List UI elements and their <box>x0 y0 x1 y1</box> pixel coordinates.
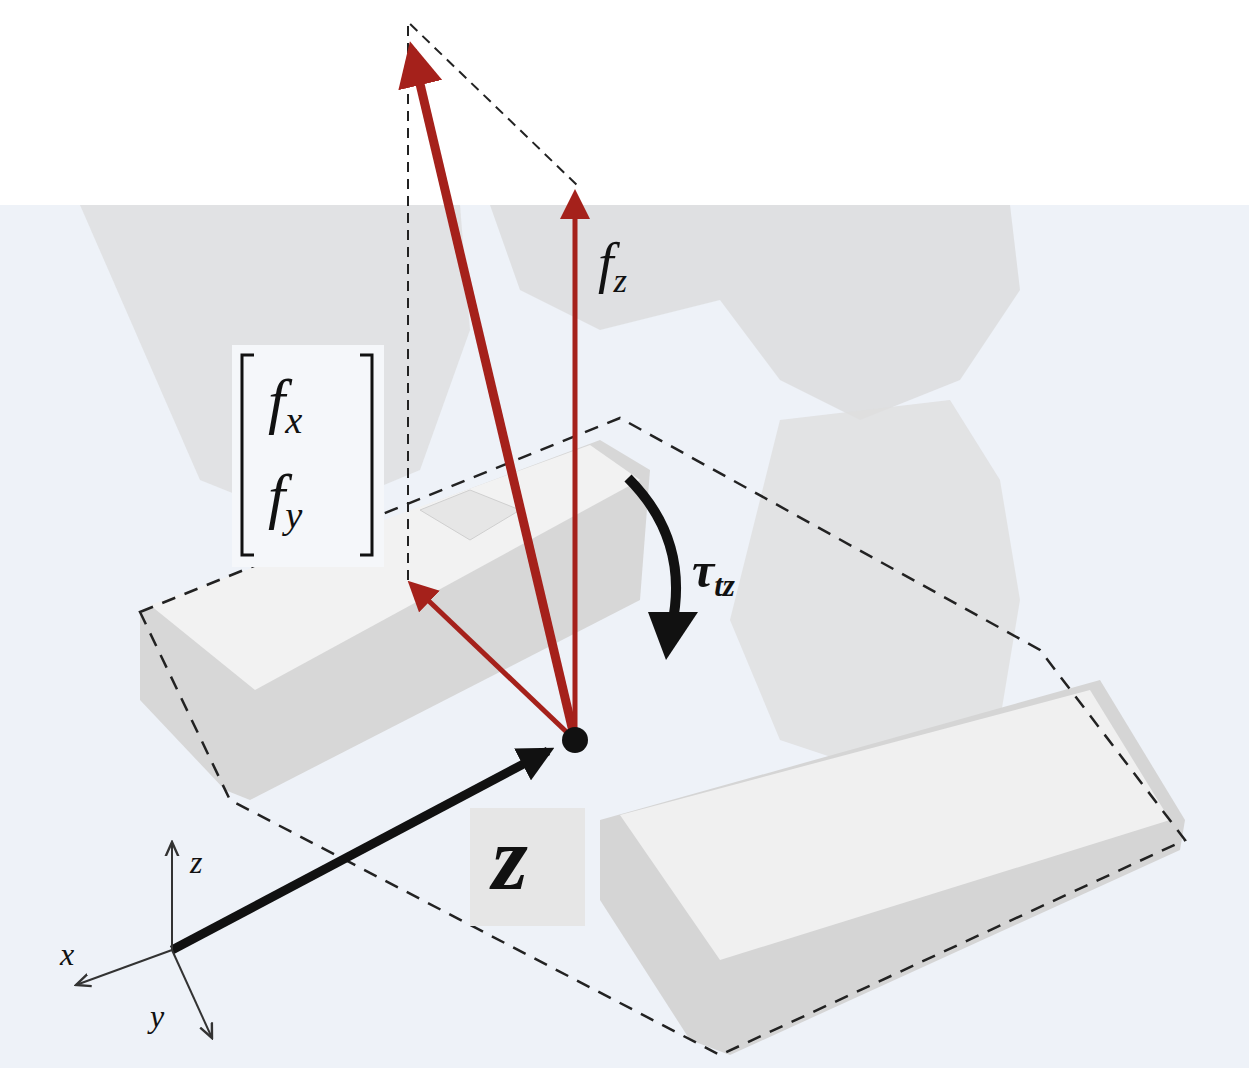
force-component: fz <box>598 235 627 298</box>
force-component: fx <box>268 370 302 439</box>
background <box>0 205 1249 1068</box>
axis-label: x <box>60 938 74 970</box>
position-label: z <box>492 812 528 904</box>
force-component: fy <box>268 465 302 534</box>
torque-label: τtz <box>692 545 735 601</box>
axis-label: y <box>150 1000 164 1032</box>
axis-label: z <box>190 846 202 878</box>
